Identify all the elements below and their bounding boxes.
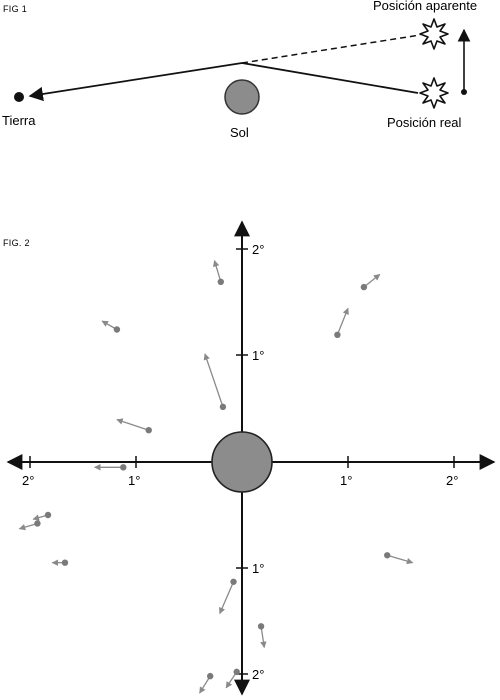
star-shift-arrow xyxy=(219,581,235,615)
star-dot xyxy=(120,464,127,471)
star-dot xyxy=(207,672,214,680)
star-shift-arrow xyxy=(336,307,349,336)
star-dot xyxy=(217,278,224,285)
x-tick-label: 1° xyxy=(340,473,352,488)
star-shift-arrow xyxy=(116,418,149,431)
star-shift-arrow xyxy=(387,554,414,565)
y-tick-label: 1° xyxy=(252,348,264,363)
light-ray-to-earth xyxy=(28,62,243,102)
apparent-ray-dashed xyxy=(241,34,421,64)
fig2-label: FIG. 2 xyxy=(3,238,30,248)
star-dot xyxy=(61,559,69,566)
star-dot xyxy=(34,520,41,527)
star-shift-arrow xyxy=(260,626,267,649)
apparent-position-label: Posición aparente xyxy=(373,0,477,13)
y-tick-label: 1° xyxy=(252,561,264,576)
apparent-star-icon xyxy=(419,18,449,50)
fig1-label: FIG 1 xyxy=(3,4,27,14)
star-dot xyxy=(257,623,265,630)
y-tick-label: 2° xyxy=(252,242,264,257)
star-dot xyxy=(384,552,391,559)
star-shift-arrow xyxy=(213,259,222,282)
x-tick-label: 2° xyxy=(22,473,34,488)
star-shift-arrow xyxy=(203,353,224,408)
fig1: FIG 1 Tierra Sol Posición aparente Posic… xyxy=(2,0,477,140)
light-ray-from-star xyxy=(241,62,419,94)
earth-dot xyxy=(14,92,24,102)
x-tick-label: 2° xyxy=(446,473,458,488)
y-tick-label: 2° xyxy=(252,667,264,682)
star-dot xyxy=(113,326,121,333)
real-star-icon xyxy=(419,77,449,109)
star-dot xyxy=(360,283,368,291)
sun-disk xyxy=(211,431,273,493)
star-dot xyxy=(334,331,341,338)
star-shift-arrow xyxy=(363,273,381,288)
x-tick-label: 1° xyxy=(128,473,140,488)
fig2: FIG. 2 2° 1° 1° 2° 2° 1° 1° 2° xyxy=(3,220,496,696)
star-dot xyxy=(233,668,240,676)
star-dot xyxy=(145,427,152,434)
real-position-label: Posición real xyxy=(387,115,462,130)
star-dot xyxy=(219,403,227,411)
star-shift-vectors xyxy=(18,259,414,694)
real-position-dot xyxy=(461,89,467,95)
sun-circle xyxy=(224,79,260,115)
star-dot xyxy=(44,511,52,519)
star-shift-arrow xyxy=(199,675,211,694)
sun-label: Sol xyxy=(230,125,249,140)
star-dot xyxy=(230,578,237,585)
earth-label: Tierra xyxy=(2,113,36,128)
